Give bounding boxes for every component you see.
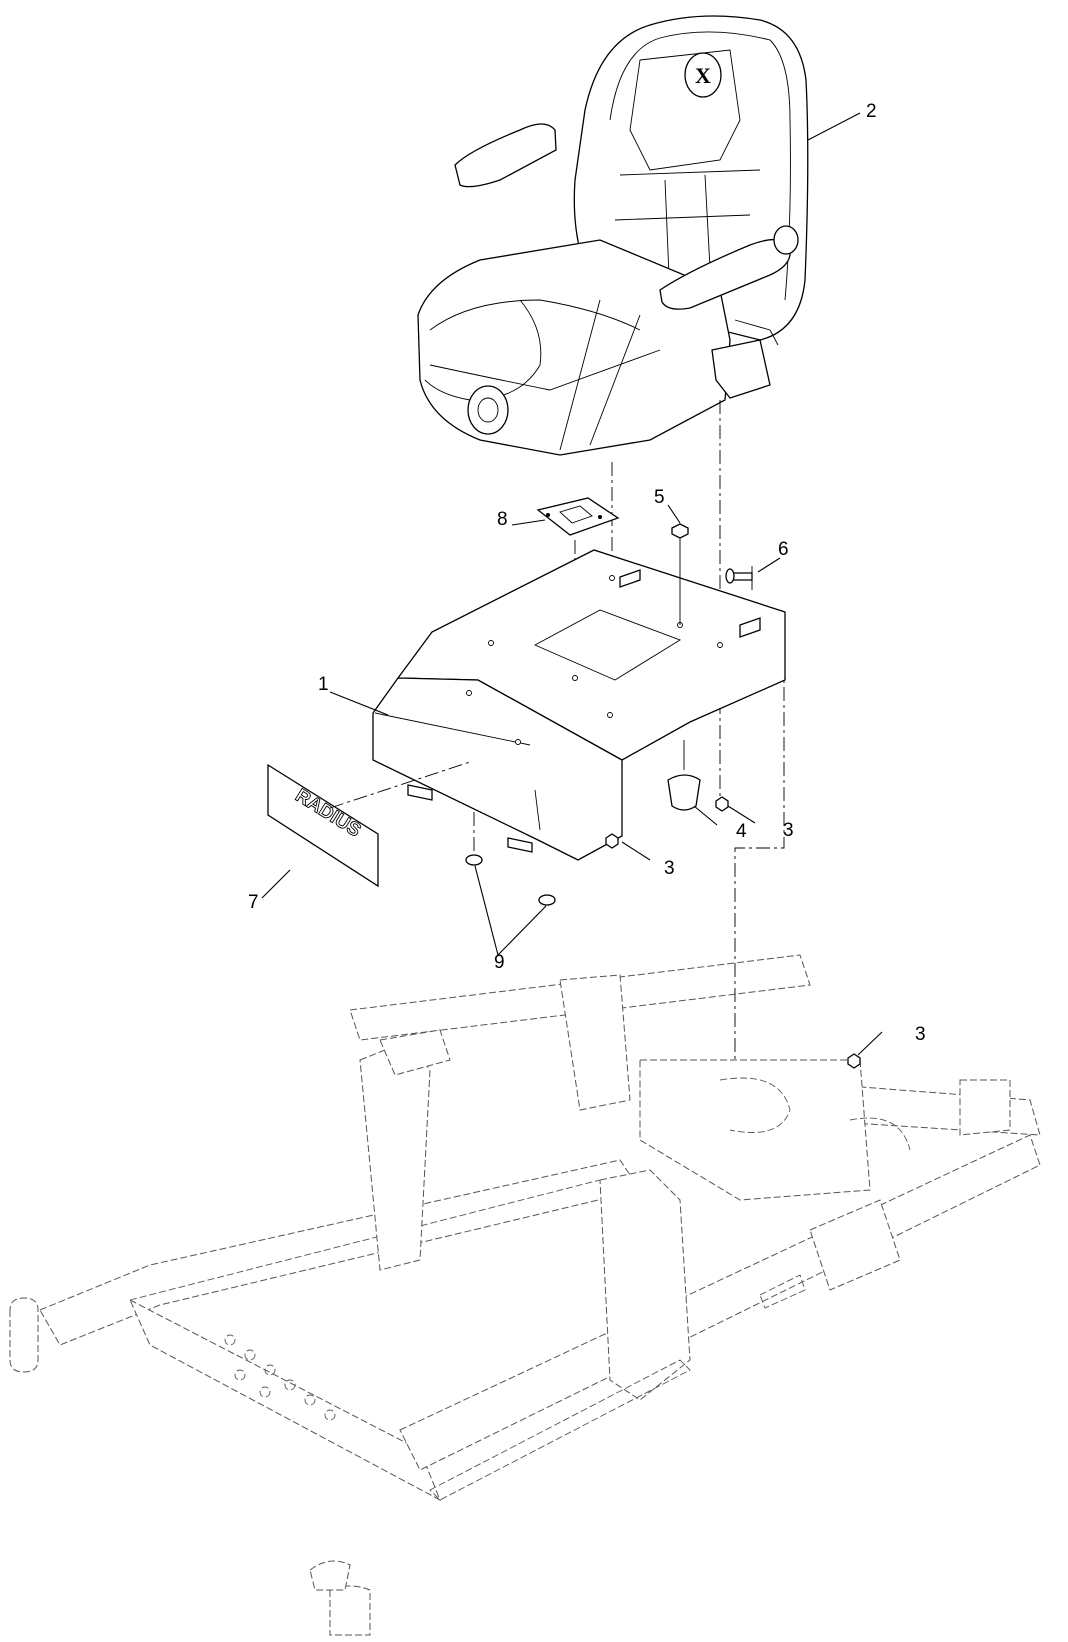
callout-8: 7 [248, 892, 259, 913]
callout-7: 6 [778, 539, 789, 560]
part-5-nut [671, 523, 689, 625]
decal-8-radius: RADIUS [267, 763, 379, 888]
leader-1 [329, 691, 389, 716]
leader-9 [511, 519, 546, 526]
callout-3-frame: 3 [915, 1024, 926, 1045]
callout-3-right: 3 [783, 820, 794, 841]
seat-logo-badge [684, 52, 722, 98]
callout-6: 9 [494, 952, 505, 973]
assembly-line-frame [734, 612, 785, 1060]
callout-3-lower: 3 [664, 858, 675, 879]
leader-7 [757, 557, 781, 573]
part-3-nut-a [715, 796, 729, 812]
leader-3c [857, 1031, 883, 1056]
part-4-bumper [667, 740, 701, 811]
seat-logo-text: X [695, 63, 711, 88]
part-3-nut-c [847, 1053, 861, 1069]
part-6-grommet-b [538, 894, 556, 906]
leader-2 [807, 112, 861, 141]
callout-5: 5 [654, 487, 665, 508]
callout-1: 1 [318, 674, 329, 695]
leader-5 [667, 504, 681, 524]
leader-3a [621, 841, 651, 861]
leader-4 [693, 805, 718, 826]
callout-2: 2 [866, 101, 877, 122]
callout-9: 8 [497, 509, 508, 530]
callout-4: 4 [736, 821, 747, 842]
part-7-pin [725, 566, 753, 590]
seat-adjust-knob [467, 385, 509, 435]
part-3-nut-b [605, 833, 619, 849]
leader-3b [727, 805, 756, 824]
leader-6b [497, 905, 547, 956]
part-6-grommet-a [465, 854, 483, 866]
mower-frame [9, 954, 1041, 1636]
seat-plate [372, 549, 786, 861]
leader-6a [474, 865, 499, 956]
decal-9 [536, 497, 620, 536]
leader-8 [261, 869, 291, 899]
seat: X [417, 15, 809, 456]
